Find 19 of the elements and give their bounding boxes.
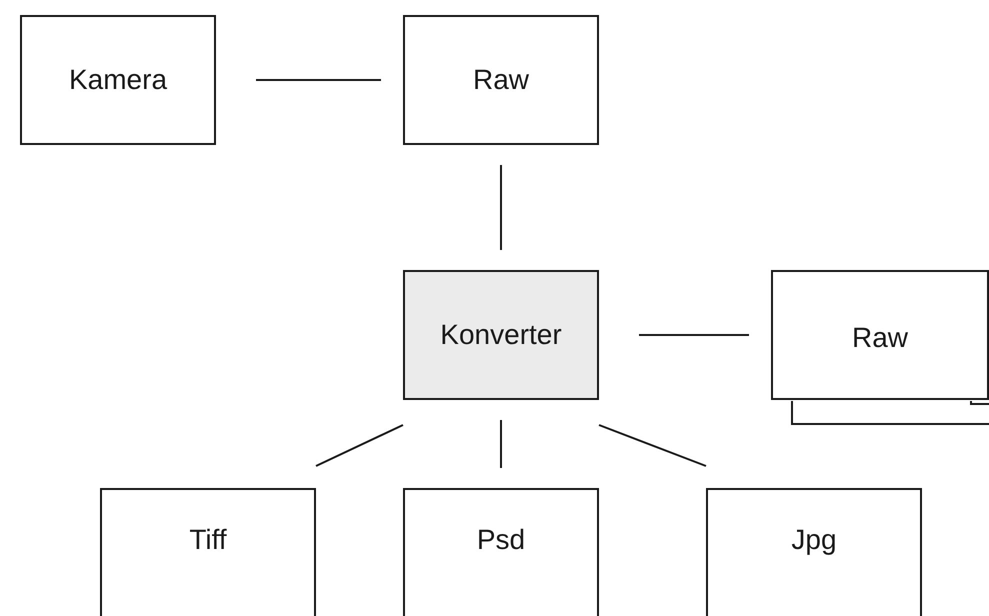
node-label: Raw: [472, 64, 529, 96]
file-box: [706, 488, 922, 616]
node-label: Psd: [476, 524, 526, 556]
connector-line: [598, 424, 706, 467]
connector-line: [256, 79, 381, 81]
connector-line: [316, 424, 404, 467]
node-label: Raw: [850, 322, 909, 354]
node-label: Tiff: [189, 524, 227, 556]
connector-line: [639, 334, 749, 336]
file-box: [403, 15, 599, 145]
connector-line: [500, 165, 502, 250]
node-label: Konverter: [440, 319, 562, 351]
file-box: [403, 488, 599, 616]
connector-line: [500, 420, 502, 468]
node-label: Jpg: [791, 524, 837, 556]
node-label: Kamera: [68, 64, 168, 96]
file-box: [20, 15, 216, 145]
file-box: [100, 488, 316, 616]
process-box: [403, 270, 599, 400]
